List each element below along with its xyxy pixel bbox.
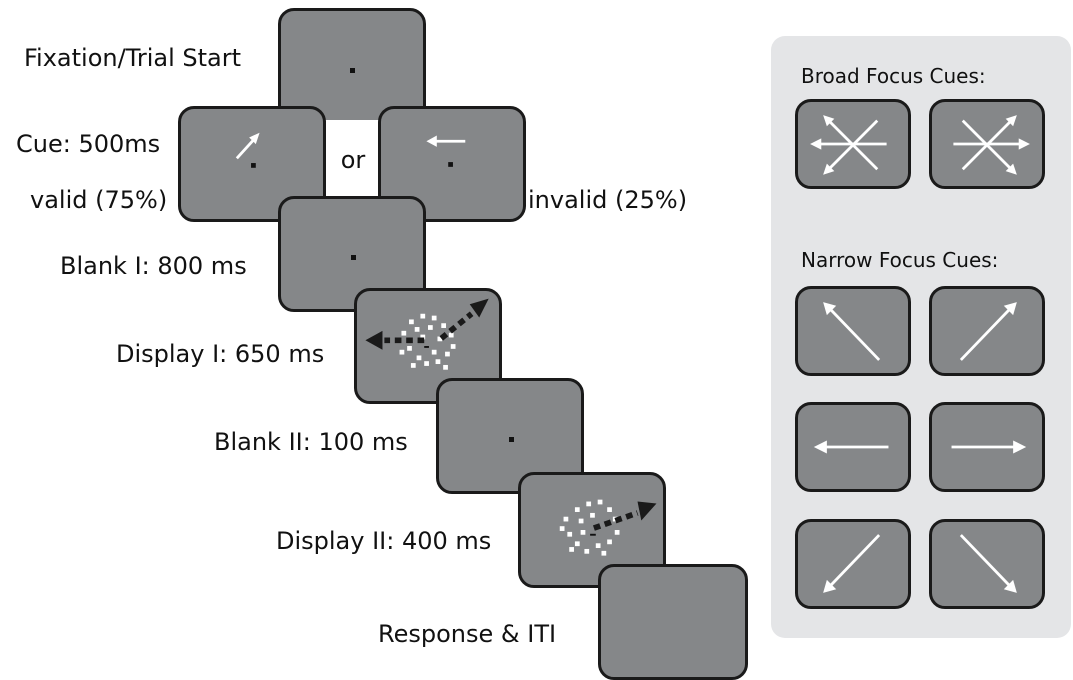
narrow-cue-left-icon bbox=[795, 402, 911, 492]
up-right-arrow-icon bbox=[235, 132, 260, 168]
display1-label: Display I: 650 ms bbox=[116, 340, 325, 368]
motion-dot-field-icon bbox=[365, 298, 489, 370]
or-label: or bbox=[326, 120, 380, 200]
fixation-screen bbox=[278, 8, 426, 124]
invalid-cue-label: invalid (25%) bbox=[528, 186, 688, 214]
valid-cue-label: valid (75%) bbox=[30, 186, 168, 214]
valid-cue-screen bbox=[178, 106, 326, 222]
narrow-cue-up-right-icon bbox=[929, 286, 1045, 376]
narrow-cue-up-left-icon bbox=[795, 286, 911, 376]
narrow-focus-title: Narrow Focus Cues: bbox=[801, 248, 999, 272]
response-label: Response & ITI bbox=[378, 620, 557, 648]
display2-label: Display II: 400 ms bbox=[276, 527, 492, 555]
narrow-cue-down-left-icon bbox=[795, 519, 911, 609]
blank1-label: Blank I: 800 ms bbox=[60, 252, 247, 280]
left-arrow-icon bbox=[426, 135, 466, 167]
fixation-dot bbox=[509, 437, 514, 442]
narrow-cue-right-icon bbox=[929, 402, 1045, 492]
broad-cue-right-icon bbox=[929, 99, 1045, 189]
cue-duration-label: Cue: 500ms bbox=[16, 130, 161, 158]
broad-cue-left-icon bbox=[795, 99, 911, 189]
broad-focus-title: Broad Focus Cues: bbox=[801, 64, 986, 88]
fixation-dot bbox=[351, 255, 356, 260]
response-screen bbox=[598, 564, 748, 680]
narrow-cue-down-right-icon bbox=[929, 519, 1045, 609]
blank2-label: Blank II: 100 ms bbox=[214, 428, 408, 456]
cue-legend-panel: Broad Focus Cues: Narrow Foc bbox=[771, 36, 1071, 638]
fixation-dot bbox=[350, 68, 355, 73]
fixation-label: Fixation/Trial Start bbox=[24, 44, 241, 72]
motion-dot-field-icon bbox=[559, 499, 657, 556]
